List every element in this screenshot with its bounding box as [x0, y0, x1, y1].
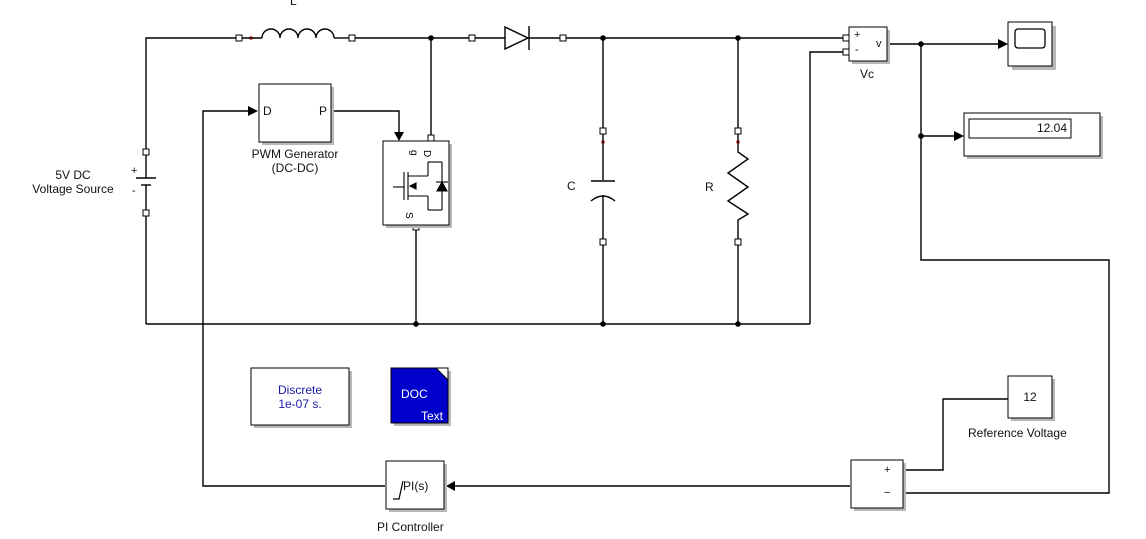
- voltage-source-label-line1: 5V DC: [55, 168, 91, 182]
- mosfet-gate-label: g: [408, 150, 419, 156]
- junctions: [413, 35, 924, 327]
- powergui-line1: Discrete: [277, 383, 322, 397]
- voltage-source-label-line2: Voltage Source: [32, 182, 114, 196]
- doc-line1: DOC: [401, 387, 428, 401]
- reference-voltage-block[interactable]: [1007, 375, 1055, 421]
- sum-port-minus: −: [884, 487, 891, 499]
- wire-sensor-minus: [809, 51, 846, 324]
- powergui-block[interactable]: [250, 367, 352, 428]
- pwm-generator-label: PWM Generator (DC-DC): [225, 147, 365, 175]
- sensor-port-minus: -: [855, 44, 859, 56]
- inductor-symbol: [242, 28, 349, 39]
- pwm-generator-block[interactable]: [258, 83, 334, 145]
- arrowheads: [248, 39, 1008, 498]
- mosfet-block[interactable]: [382, 140, 452, 228]
- battery-symbol: [136, 155, 156, 210]
- display-readout-box: [968, 118, 1072, 139]
- mosfet-source-label: S: [403, 212, 414, 219]
- doc-line2: Text: [421, 409, 444, 423]
- voltage-source-minus: -: [132, 185, 136, 197]
- diode-symbol: [475, 25, 560, 51]
- capacitor-label: C: [567, 179, 576, 193]
- sensor-port-plus: +: [854, 29, 861, 41]
- voltage-source-label: 5V DC Voltage Source: [14, 168, 132, 196]
- scope-block[interactable]: [1007, 21, 1056, 70]
- mosfet-symbol: [393, 161, 448, 211]
- wire-source-top: [145, 37, 239, 149]
- powergui-text: Discrete 1e-07 s.: [251, 383, 349, 411]
- pi-controller-block[interactable]: [385, 460, 447, 512]
- port-markers: [142, 34, 850, 246]
- reference-voltage-label: Reference Voltage: [968, 426, 1067, 440]
- reference-value: 12: [1023, 390, 1037, 404]
- sig-feedback: [903, 136, 1110, 494]
- capacitor-symbol: [590, 134, 616, 239]
- display-value: 12.04: [1036, 121, 1067, 135]
- sig-to-display: [920, 44, 955, 137]
- pwm-label-line2: (DC-DC): [271, 161, 319, 175]
- powergui-line2: 1e-07 s.: [278, 397, 322, 411]
- sig-pwm-gate: [333, 110, 400, 132]
- pwm-label-line1: PWM Generator: [251, 147, 339, 161]
- doc-text-block[interactable]: [390, 367, 451, 426]
- sum-block[interactable]: [850, 459, 906, 511]
- mosfet-drain-label: D: [421, 150, 432, 157]
- pwm-port-p: P: [319, 104, 328, 118]
- resistor-label: R: [705, 180, 714, 194]
- voltage-sensor-block[interactable]: [848, 26, 890, 64]
- pi-step-icon: [393, 480, 404, 500]
- sig-reference: [895, 398, 1008, 471]
- sig-pi-pwm: [202, 110, 385, 487]
- voltage-source-plus: +: [131, 165, 138, 177]
- voltage-sensor-label: Vc: [860, 67, 875, 81]
- display-block[interactable]: [963, 112, 1103, 159]
- scope-screen-icon: [1014, 28, 1046, 49]
- sensor-port-v: v: [876, 38, 882, 50]
- pwm-port-d: D: [263, 104, 272, 118]
- pi-controller-label: PI Controller: [377, 520, 444, 534]
- pi-block-text: PI(s): [403, 479, 429, 493]
- resistor-symbol: [726, 134, 750, 239]
- doc-corner-fold-icon: [434, 367, 449, 382]
- sum-port-plus: +: [884, 464, 891, 476]
- inductor-label: L: [290, 0, 297, 8]
